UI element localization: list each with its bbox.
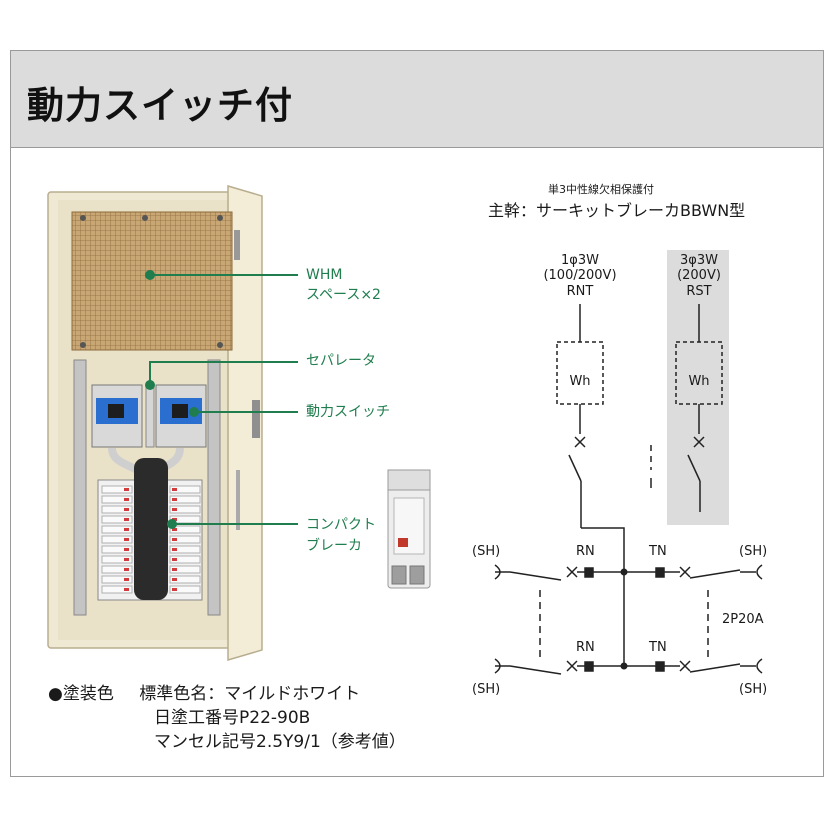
label-separator: セパレータ xyxy=(306,353,376,369)
breaker-unit xyxy=(101,525,133,534)
breaker-indicator xyxy=(124,488,129,491)
breaker-unit xyxy=(101,485,133,494)
meter-board xyxy=(71,211,233,351)
left-system-line2: (100/200V) xyxy=(543,268,617,283)
label-whm-space: スペース×2 xyxy=(306,287,381,303)
breaker-unit xyxy=(101,555,133,564)
left-system-line3: RNT xyxy=(566,284,594,299)
rn-label-top: RN xyxy=(576,544,595,559)
paint-heading: ●塗装色 xyxy=(48,684,114,704)
distribution-cabinet-photo xyxy=(47,184,263,662)
breaker-unit xyxy=(169,585,201,594)
breaker-indicator xyxy=(124,578,129,581)
separator-plate xyxy=(145,384,155,448)
breaker-indicator xyxy=(172,558,177,561)
breaker-unit xyxy=(101,565,133,574)
breaker-indicator xyxy=(124,548,129,551)
breaker-unit xyxy=(169,495,201,504)
breaker-unit xyxy=(101,505,133,514)
wh-meter-left xyxy=(556,341,604,405)
paint-jpma-number: 日塗工番号P22-90B xyxy=(154,708,311,728)
wh-label-left: Wh xyxy=(569,374,591,389)
breaker-indicator xyxy=(172,488,177,491)
label-breaker: ブレーカ xyxy=(306,538,362,554)
breaker-indicator xyxy=(172,588,177,591)
breaker-unit xyxy=(169,575,201,584)
wh-meter-right xyxy=(675,341,723,405)
3phase-shaded-panel xyxy=(667,250,729,525)
tn-label-top: TN xyxy=(649,544,667,559)
label-compact: コンパクト xyxy=(306,517,376,533)
compact-breaker-photo xyxy=(387,469,431,589)
paint-standard-name: 標準色名：マイルドホワイト xyxy=(139,684,361,704)
breaker-unit xyxy=(169,565,201,574)
sh-label-top-left: (SH) xyxy=(472,544,501,559)
disconnect-mark-left xyxy=(574,436,586,448)
left-system-line1: 1φ3W xyxy=(561,253,599,268)
breaker-rating: 2P20A xyxy=(722,612,764,627)
breaker-indicator xyxy=(124,498,129,501)
breaker-unit xyxy=(169,505,201,514)
page-title: 動力スイッチ付 xyxy=(27,84,293,127)
main-switch-right xyxy=(687,454,701,482)
breaker-indicator xyxy=(124,508,129,511)
sh-label-bottom-left: (SH) xyxy=(472,682,501,697)
label-whm: WHM xyxy=(306,267,343,283)
branch-circuit-2 xyxy=(494,658,763,675)
sh-label-bottom-right: (SH) xyxy=(739,682,768,697)
label-power-switch: 動力スイッチ xyxy=(306,404,390,420)
protection-note: 単3中性線欠相保護付 xyxy=(548,183,654,196)
right-system-line3: RST xyxy=(686,284,712,299)
main-trunk-label: 主幹：サーキットブレーカBBWN型 xyxy=(488,201,746,220)
breaker-unit xyxy=(169,525,201,534)
breaker-indicator xyxy=(172,528,177,531)
right-system-line2: (200V) xyxy=(677,268,721,283)
breaker-indicator xyxy=(124,528,129,531)
paint-color-info: ●塗装色 標準色名：マイルドホワイト 日塗工番号P22-90B マンセル記号2.… xyxy=(48,682,406,754)
breaker-indicator xyxy=(172,548,177,551)
cabinet-door xyxy=(227,184,263,662)
breaker-unit xyxy=(101,585,133,594)
power-switch-right xyxy=(155,384,207,448)
sh-label-top-right: (SH) xyxy=(739,544,768,559)
breaker-unit xyxy=(101,515,133,524)
door-latch xyxy=(252,400,260,438)
breaker-indicator xyxy=(172,538,177,541)
breaker-unit xyxy=(169,555,201,564)
wh-label-right: Wh xyxy=(688,374,710,389)
breaker-indicator xyxy=(124,518,129,521)
header-bar: 動力スイッチ付 xyxy=(11,51,823,148)
paint-munsell: マンセル記号2.5Y9/1（参考値） xyxy=(154,732,406,752)
breaker-indicator xyxy=(172,578,177,581)
breaker-indicator xyxy=(124,568,129,571)
breaker-rows xyxy=(101,485,201,594)
disconnect-mark-right xyxy=(693,436,705,448)
breaker-indicator xyxy=(124,538,129,541)
breaker-unit xyxy=(169,485,201,494)
label-leaders xyxy=(145,270,298,529)
wiring-diagram xyxy=(494,250,763,675)
right-system-line1: 3φ3W xyxy=(680,253,718,268)
breaker-unit xyxy=(101,535,133,544)
breaker-indicator xyxy=(172,568,177,571)
rn-label-bottom: RN xyxy=(576,640,595,655)
power-switch-left xyxy=(91,384,143,448)
breaker-indicator xyxy=(124,588,129,591)
breaker-indicator xyxy=(124,558,129,561)
breaker-unit xyxy=(169,535,201,544)
breaker-unit xyxy=(169,545,201,554)
branch-circuit-1 xyxy=(494,564,763,581)
breaker-unit xyxy=(101,575,133,584)
tn-label-bottom: TN xyxy=(649,640,667,655)
breaker-unit xyxy=(101,545,133,554)
breaker-indicator xyxy=(172,498,177,501)
breaker-indicator xyxy=(172,518,177,521)
main-switch-left xyxy=(568,454,582,482)
breaker-unit xyxy=(101,495,133,504)
breaker-indicator xyxy=(172,508,177,511)
